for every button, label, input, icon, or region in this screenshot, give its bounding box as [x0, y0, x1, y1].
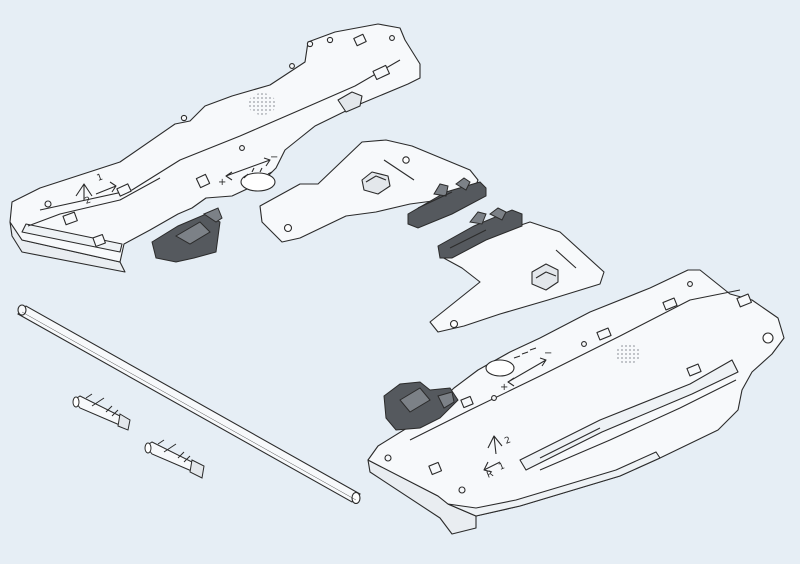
- anchor-pin-upper: [72, 393, 131, 431]
- left-unit-hole: [44, 200, 52, 208]
- left-unit-label-2: 2: [84, 195, 93, 206]
- lower-plate-hole: [449, 319, 459, 329]
- right-runner-unit: [367, 269, 785, 535]
- left-runner-unit: [9, 23, 421, 273]
- right-unit-hole: [384, 454, 392, 462]
- lower-plate-slot-line: [555, 249, 577, 269]
- anchor-pin-lower: [144, 439, 205, 479]
- right-unit-side-letter: R: [485, 469, 495, 481]
- left-unit-slot: [372, 64, 391, 81]
- lower-plate-tab-notch: [535, 271, 557, 279]
- left-unit-hole: [180, 114, 188, 122]
- right-unit-slot: [736, 293, 752, 308]
- left-unit-speaker-grille: [248, 93, 276, 115]
- synchronization-rod: [17, 304, 361, 505]
- right-unit-hole: [491, 395, 497, 401]
- left-unit-edge-line: [39, 59, 401, 211]
- left-unit-hole: [326, 36, 334, 44]
- right-unit-front-rail: [447, 451, 661, 517]
- lower-mounting-plate: [429, 221, 605, 333]
- left-unit-dark-clip: [151, 207, 223, 263]
- right-unit-arrow-up-icon: [487, 435, 503, 455]
- left-unit-latch-block: [337, 91, 363, 113]
- right-unit-slot: [428, 461, 443, 476]
- right-unit-hole: [687, 281, 693, 287]
- upper-plate-hole: [402, 156, 410, 164]
- left-unit-edge-line-2: [27, 177, 161, 227]
- upper-plate-hole: [283, 223, 293, 233]
- left-unit-slot: [92, 233, 106, 247]
- left-unit-arrow-up-icon: [75, 183, 93, 200]
- right-unit-label-1: 1: [497, 461, 506, 472]
- right-unit-side-window-inner: [539, 427, 601, 459]
- right-unit-edge-line: [409, 289, 741, 441]
- right-unit-plus: +: [500, 382, 508, 393]
- right-unit-label-2: 2: [503, 435, 512, 446]
- left-unit-arrow-right-icon: [95, 181, 117, 195]
- left-unit-adjust-wheel: [240, 172, 276, 192]
- right-unit-speaker-grille: [615, 344, 641, 364]
- left-unit-minus: −: [270, 152, 278, 163]
- right-unit-adjust-arrow-icon: [507, 357, 547, 387]
- lower-plate-tab: [531, 263, 559, 291]
- left-unit-adjust-arrow-icon: [225, 157, 271, 181]
- right-unit-adjust-teeth: [513, 347, 537, 359]
- lower-plate-body: [429, 221, 605, 333]
- right-unit-dark-clip: [383, 381, 459, 431]
- lower-plate-dark-clip: [437, 207, 523, 259]
- left-unit-plus: +: [218, 177, 226, 188]
- left-unit-hole: [289, 63, 295, 69]
- right-unit-hole: [458, 486, 466, 494]
- left-unit-slot: [116, 183, 132, 197]
- right-unit-slot: [662, 297, 678, 311]
- right-unit-edge-line-2: [539, 379, 737, 471]
- left-unit-adjust-teeth: [243, 167, 273, 179]
- left-unit-label-1: 1: [96, 172, 105, 183]
- upper-mounting-plate: [259, 139, 479, 243]
- upper-plate-tab: [361, 171, 391, 195]
- left-unit-top-plate: [9, 23, 421, 263]
- right-unit-adjust-wheel: [485, 359, 515, 377]
- right-unit-arrow-left-icon: [483, 461, 501, 473]
- right-unit-hole: [762, 332, 774, 344]
- left-unit-hole: [389, 35, 395, 41]
- right-unit-side-window: [519, 359, 739, 471]
- left-unit-slot: [62, 211, 78, 226]
- upper-plate-slot-line: [383, 159, 415, 181]
- right-unit-hole: [581, 341, 587, 347]
- right-unit-minus: −: [544, 348, 552, 359]
- upper-plate-dark-clip: [407, 177, 487, 229]
- upper-plate-tab-notch: [365, 175, 387, 183]
- right-unit-slot: [596, 327, 612, 341]
- left-unit-hole: [306, 40, 314, 48]
- left-unit-hole: [239, 145, 245, 151]
- left-unit-slot: [353, 33, 367, 47]
- right-unit-slot: [686, 363, 702, 377]
- right-unit-slot: [460, 395, 474, 409]
- left-unit-slot: [195, 173, 211, 189]
